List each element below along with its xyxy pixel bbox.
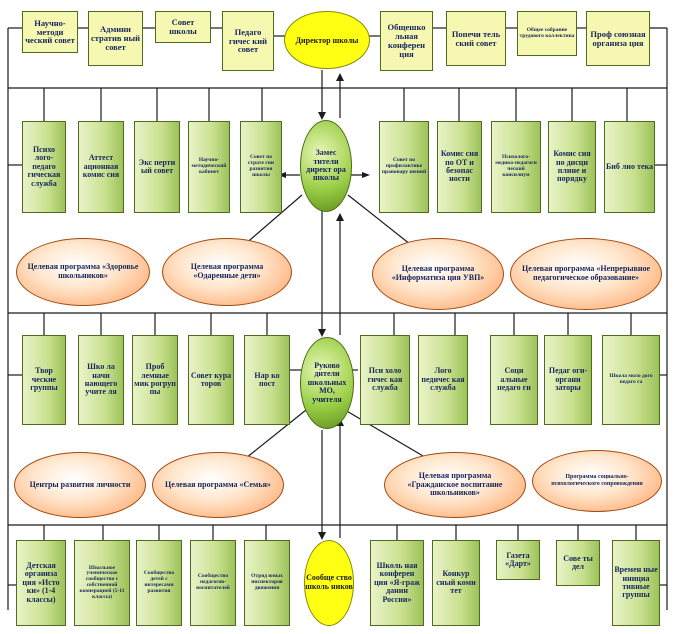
director-node[interactable]: Директор школы (284, 11, 370, 69)
interest-development-community[interactable]: Сообщество детей с интересами развития (136, 540, 182, 626)
young-pedagogue-school[interactable]: Школа моло дого педаго га (602, 335, 660, 425)
general-staff-meeting[interactable]: Общее собрание трудового коллектива (517, 11, 577, 56)
school-conference[interactable]: Общешко льная конферен ция (380, 11, 433, 71)
methodical-cabinet[interactable]: Научно-методический кабинет (188, 121, 230, 213)
young-traffic-inspectors[interactable]: Отряд юных инспекторов движения (244, 540, 290, 626)
expert-council[interactable]: Экс перти ый совет (134, 121, 180, 213)
psychological-pedagogical-service[interactable]: Психо лого-педаго гическая служба (22, 121, 66, 213)
beginner-teacher-school[interactable]: Шко ла начи нающего учите ля (78, 335, 124, 425)
councils-of-affairs[interactable]: Сове ты дел (556, 540, 600, 586)
creative-groups[interactable]: Твор ческие группы (22, 335, 66, 425)
program-informatization[interactable]: Целевая программа «Информатиза ция УВП» (372, 238, 504, 310)
pedagogue-educators-community[interactable]: Сообщество педагогов-воспитателей (190, 540, 236, 626)
director-label: Директор школы (295, 35, 359, 45)
board-of-trustees[interactable]: Попечи тель ский совет (446, 11, 506, 66)
program-continuous-education[interactable]: Целевая программа «Непрерывное педагогич… (510, 238, 662, 310)
curators-council[interactable]: Совет кура торов (188, 335, 234, 425)
deputy-directors-node[interactable]: Замес тители директ ора школы (300, 120, 352, 212)
speech-therapy-service[interactable]: Лого педичес кая служба (418, 335, 468, 425)
childrens-organization-istoki[interactable]: Детская организа ция «Исто ки» (1-4 клас… (16, 540, 66, 626)
student-cooperative-community[interactable]: Школьное ученическое сообщество с собств… (74, 540, 130, 626)
personality-development-centers[interactable]: Центры развития личности (14, 452, 146, 518)
program-civic-education[interactable]: Целевая программа «Гражданское воспитани… (384, 452, 526, 518)
psychological-service[interactable]: Пси холо гичес кая служба (360, 335, 410, 425)
library[interactable]: Биб лио тека (604, 121, 655, 213)
temporary-initiative-groups[interactable]: Времен ные инициа тивные группы (612, 540, 660, 626)
program-social-psych-support[interactable]: Программа социально-психологического соп… (532, 450, 662, 512)
discipline-commission[interactable]: Комис сия по дисци плине и порядку (548, 121, 596, 213)
newspaper-dart[interactable]: Газета «Дарт» (496, 540, 540, 580)
prevention-council[interactable]: Совет по профилактике правонару шений (379, 121, 429, 213)
program-family[interactable]: Целевая программа «Семья» (152, 452, 284, 518)
attestation-commission[interactable]: Аттест ационная комис сия (78, 121, 124, 213)
program-gifted-children[interactable]: Целевая программа «Одаренные дети» (162, 238, 292, 306)
council-administrative[interactable]: Админи стратив ный совет (88, 11, 143, 66)
council-school[interactable]: Совет школы (155, 11, 211, 43)
student-community-node[interactable]: Сообще ство школь ников (304, 540, 354, 626)
social-pedagogues[interactable]: Соци альные педаго ги (490, 335, 538, 425)
council-scientific-methodical[interactable]: Научно-методи ческий совет (22, 11, 78, 53)
program-health[interactable]: Целевая программа «Здоровье школьников» (16, 238, 150, 306)
competition-committee[interactable]: Конкур сный коми тет (432, 540, 480, 626)
narco-post[interactable]: Нар ко пост (244, 335, 290, 425)
trade-union[interactable]: Проф союзная организа ция (586, 11, 650, 66)
problem-microgroups[interactable]: Проб лемные мик рогруп пы (132, 335, 178, 425)
conference-i-am-citizen[interactable]: Школь ная конферен ция «Я-граж данин Рос… (370, 540, 424, 626)
safety-commission[interactable]: Комис сия по ОТ и безопас ности (437, 121, 482, 213)
development-strategy-council[interactable]: Совет по страте гии развития школы (240, 121, 282, 213)
mo-leaders-node[interactable]: Руково дители школьных МО, учителя (300, 337, 354, 429)
pedagogue-organizers[interactable]: Педаг оги-органи заторы (544, 335, 592, 425)
psych-medical-council[interactable]: Психолого-медико-педагоги ческий консили… (491, 121, 541, 213)
council-pedagogical[interactable]: Педаго гичес кий совет (222, 11, 274, 71)
